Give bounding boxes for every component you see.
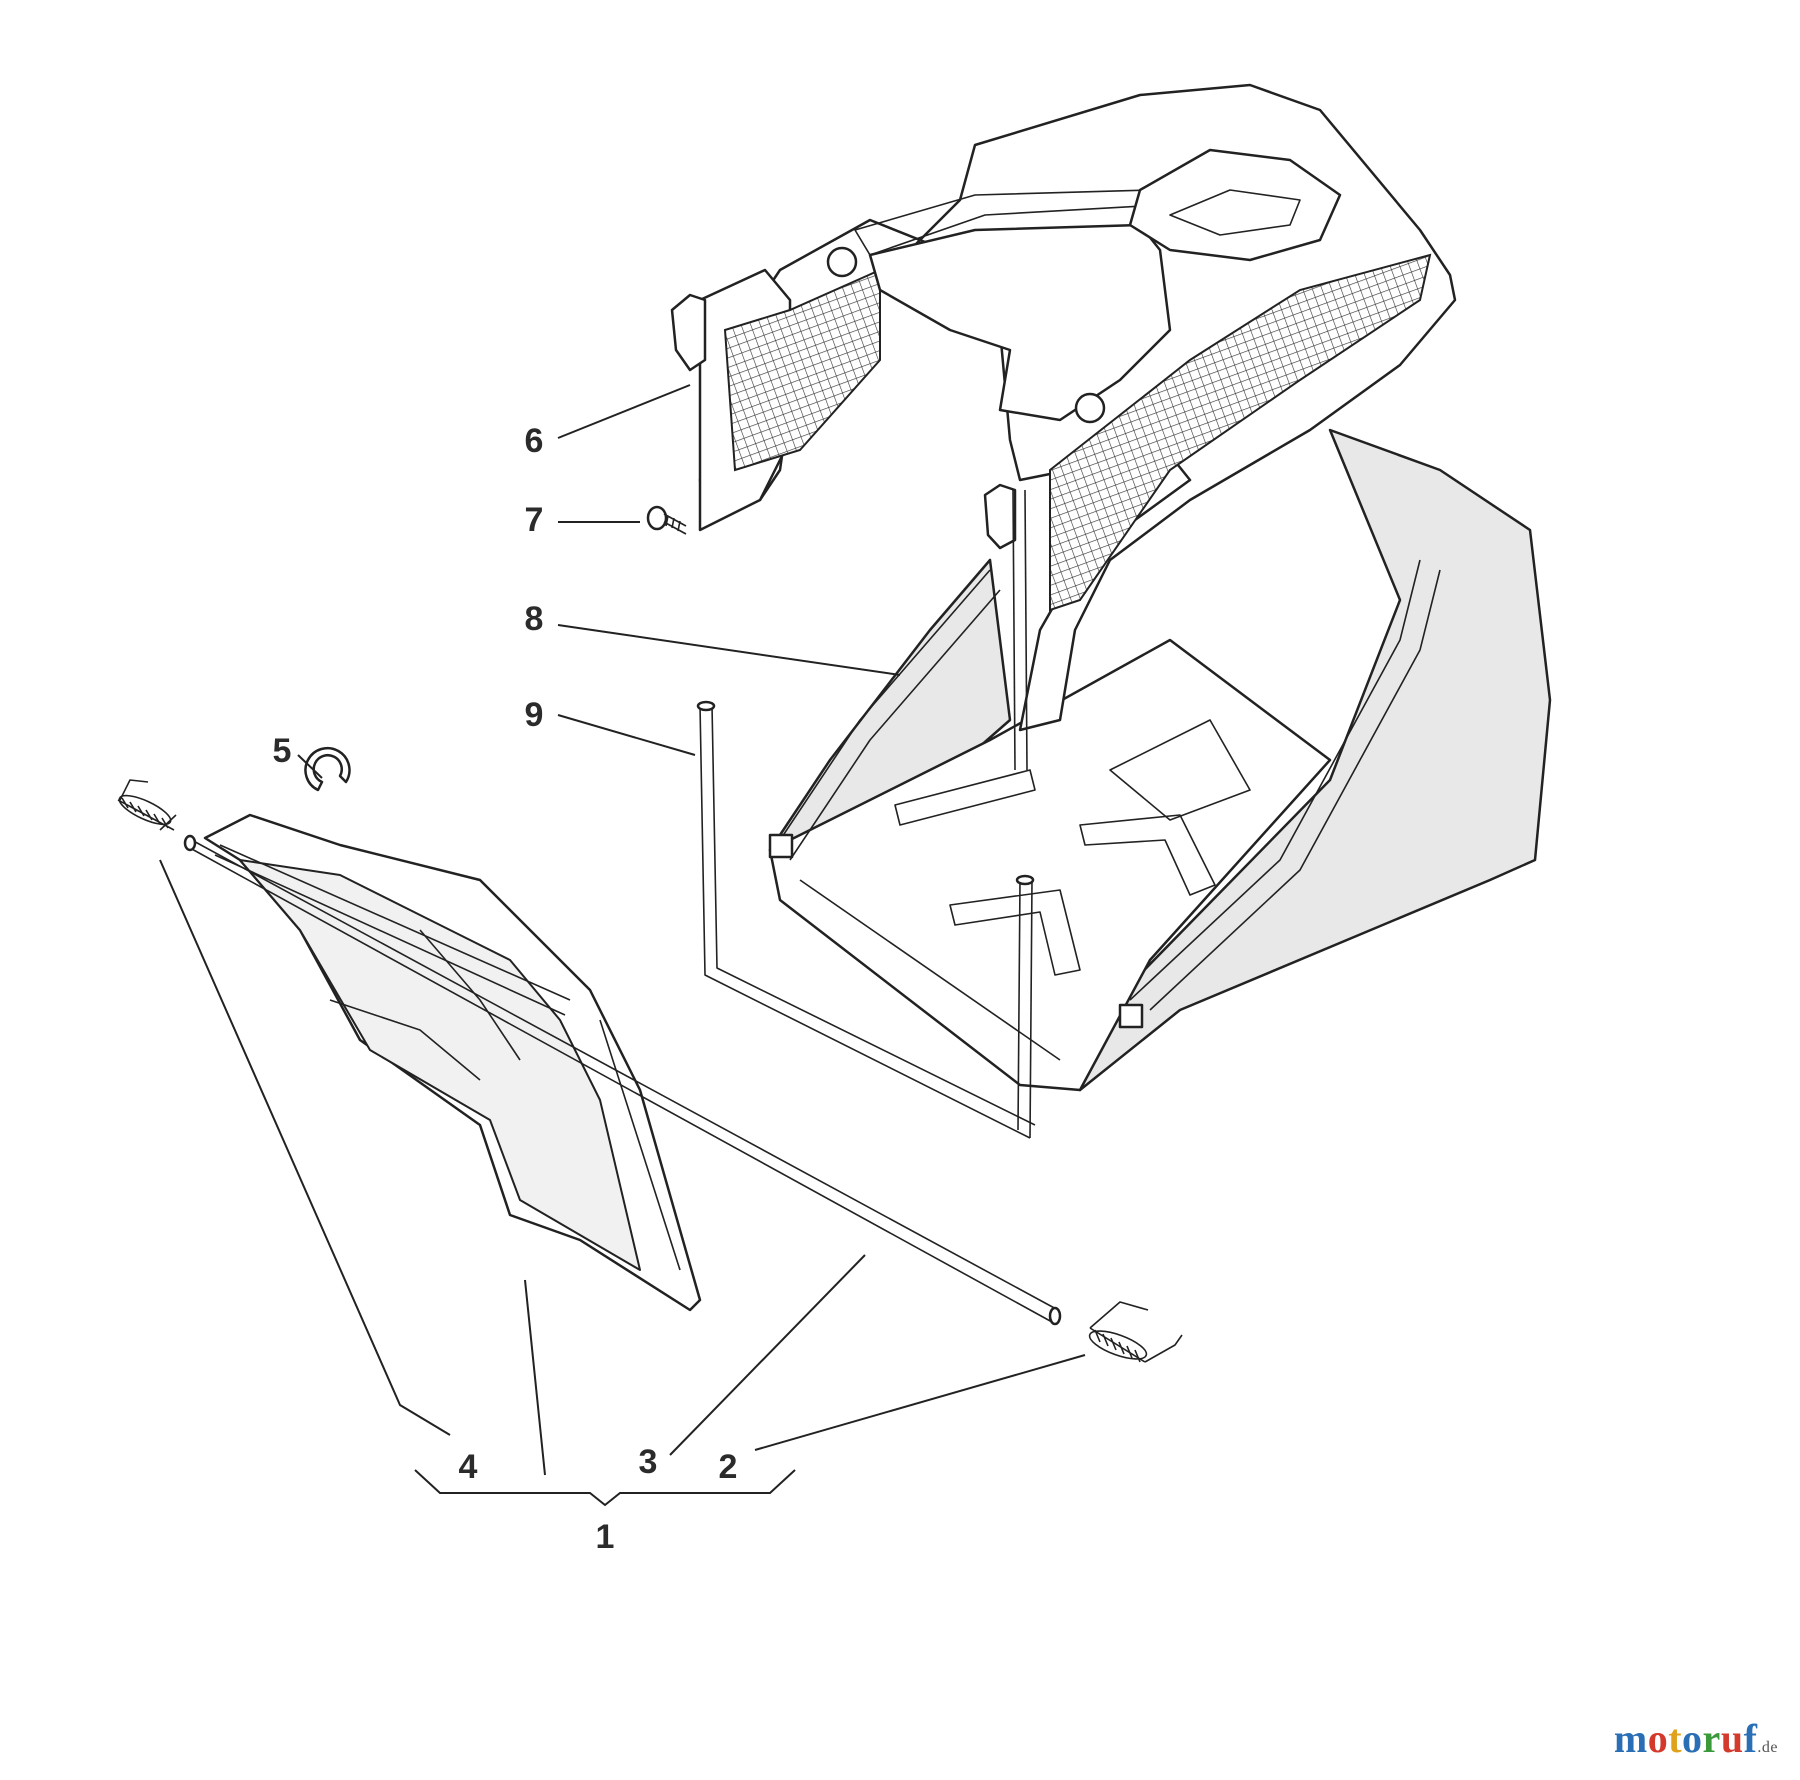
callout-9: 9 (525, 696, 544, 734)
callout-1: 1 (596, 1518, 615, 1556)
rear-flap (203, 813, 702, 1312)
callout-7: 7 (525, 501, 544, 539)
bag-clip (1118, 1003, 1144, 1029)
motoruf-watermark: motoruf.de (1614, 1715, 1778, 1762)
hinge-rod (183, 834, 1062, 1326)
watermark-letter: u (1720, 1716, 1744, 1761)
watermark-letter: o (1682, 1716, 1703, 1761)
rear-flap-inner (239, 859, 641, 1271)
watermark-letter: m (1613, 1716, 1648, 1761)
right-mesh-vent (1049, 253, 1432, 612)
watermark-letter: t (1668, 1716, 1683, 1761)
handle-frame-rod (696, 489, 1036, 1139)
post (1074, 392, 1106, 424)
callout-8: 8 (525, 600, 544, 638)
spring-left (117, 779, 177, 831)
callout-5: 5 (273, 732, 292, 770)
hook (983, 483, 1017, 550)
callout-6: 6 (525, 422, 544, 460)
callout-4: 4 (459, 1448, 478, 1486)
callout-2: 2 (719, 1448, 738, 1486)
callout-3: 3 (639, 1443, 658, 1481)
handle-grip (1128, 148, 1342, 262)
post (826, 246, 858, 278)
watermark-suffix: .de (1757, 1739, 1778, 1756)
watermark-letter: o (1647, 1716, 1669, 1761)
watermark-letter: r (1702, 1716, 1721, 1761)
spring-right (1088, 1301, 1183, 1363)
callouts: 1 2 3 4 5 6 7 8 9 (273, 422, 738, 1556)
grass-catcher-top-cover (670, 83, 1457, 732)
bag-clip (768, 833, 794, 859)
grass-bag (768, 428, 1552, 1092)
left-mesh-vent (723, 268, 881, 472)
screw (646, 505, 687, 535)
watermark-letter: f (1743, 1716, 1758, 1761)
hook (670, 293, 707, 372)
grass-bag-right-panel (1078, 428, 1552, 1092)
leader-lines (159, 384, 1086, 1507)
